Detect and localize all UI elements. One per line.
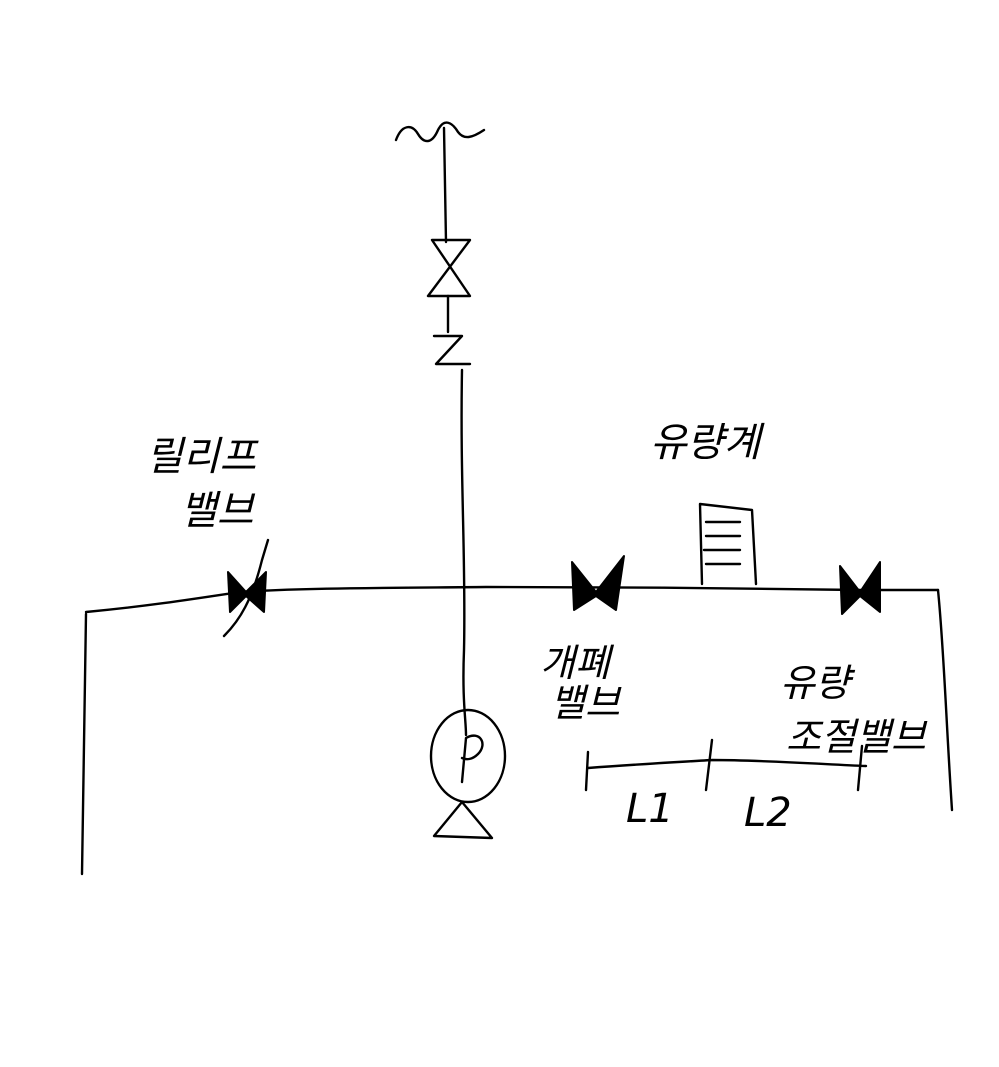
left-drain-pipe	[80, 612, 88, 876]
length-2-label: L2	[744, 790, 792, 836]
length-1-label: L1	[626, 786, 674, 832]
dimension-line	[586, 758, 868, 770]
dimension-tick-middle	[704, 738, 714, 792]
supply-pipe-lower	[460, 368, 468, 737]
flow-control-valve-label-line1: 유량	[780, 661, 856, 705]
flow-meter-label: 유량계	[650, 420, 765, 466]
right-return-pipe	[936, 588, 954, 812]
dimension-tick-left	[584, 750, 590, 792]
check-valve-symbol	[432, 334, 472, 366]
pump-base	[432, 800, 494, 840]
main-line	[84, 585, 940, 614]
supply-pipe-upper	[442, 126, 448, 244]
pump-letter-stroke	[460, 734, 484, 784]
relief-valve-label-line1: 릴리프	[146, 434, 260, 480]
shutoff-valve-symbol	[571, 555, 625, 611]
tank-wave-symbol	[394, 121, 486, 143]
dimension-tick-right	[856, 744, 864, 792]
flow-control-valve-label-line2: 조절밸브	[786, 715, 928, 759]
flow-control-valve-symbol	[839, 561, 881, 615]
flow-meter-symbol	[698, 502, 758, 586]
isolation-valve-symbol	[426, 238, 472, 298]
shutoff-valve-label-line1: 개폐	[540, 641, 615, 685]
relief-valve-spring	[222, 538, 270, 638]
shutoff-valve-label-line2: 밸브	[550, 681, 622, 725]
relief-valve-label-line2: 밸브	[180, 488, 256, 534]
pump-circle	[429, 708, 507, 804]
